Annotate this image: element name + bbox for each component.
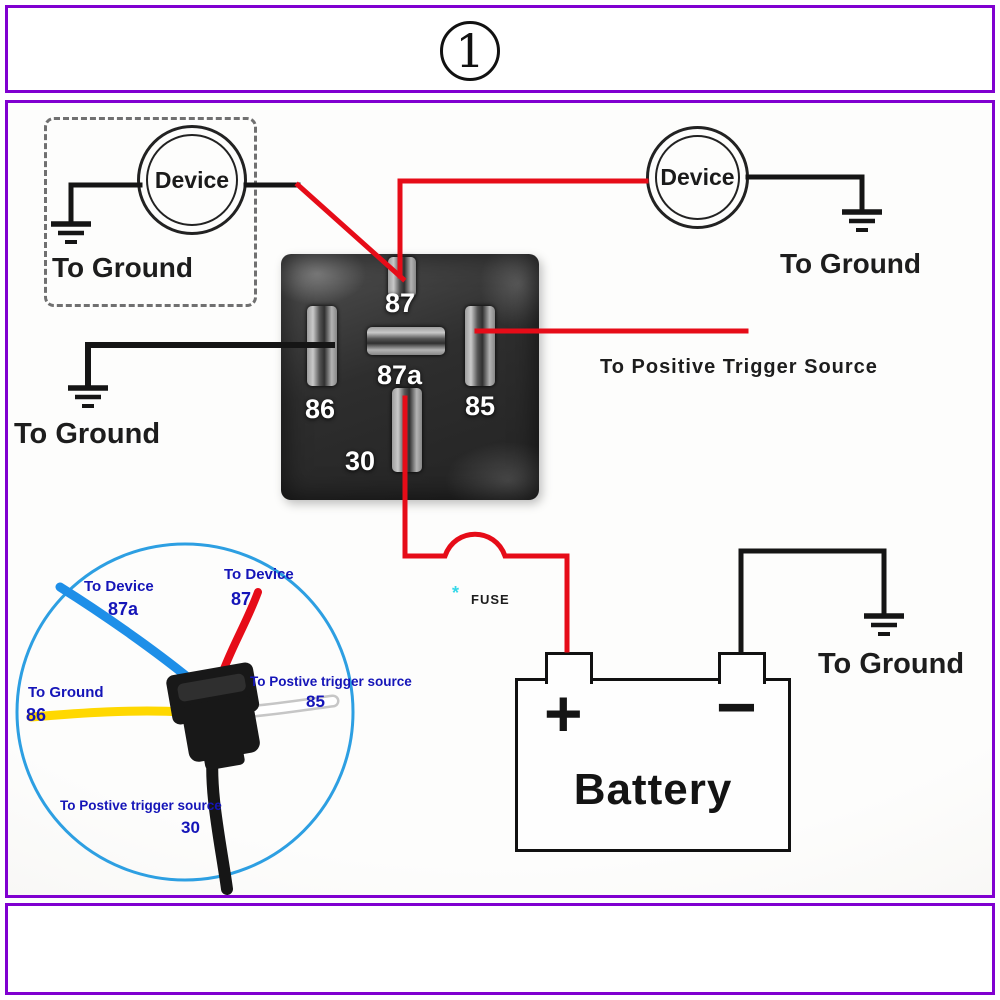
- page-number-banner: 1: [5, 5, 995, 93]
- battery-label: Battery: [573, 765, 733, 814]
- device-right-label: Device: [655, 135, 740, 220]
- battery-minus-sign: −: [716, 668, 757, 746]
- page-number-badge: 1: [440, 21, 500, 81]
- battery-positive-terminal: [545, 652, 593, 684]
- device-left-label: Device: [146, 134, 238, 226]
- inset-label-86: To Ground: [28, 684, 104, 701]
- inset-label-87: To Device: [224, 566, 294, 583]
- inset-pin-87: 87: [231, 589, 252, 609]
- device-left-group-box: [44, 117, 257, 307]
- relay-pin-86-label: 86: [305, 394, 336, 424]
- fuse-star: *: [452, 583, 460, 603]
- relay-pin-86: [307, 306, 337, 386]
- inset-pin-30: 30: [181, 818, 200, 837]
- inset-pin-85: 85: [306, 692, 325, 711]
- ground-label-device-left: To Ground: [52, 252, 193, 283]
- ground-label-pin86: To Ground: [14, 418, 161, 450]
- battery-plus-sign: +: [544, 676, 583, 750]
- relay-pin-87a: [367, 327, 445, 355]
- device-left: Device: [137, 125, 247, 235]
- inset-label-30: To Postive trigger source: [60, 798, 222, 813]
- ground-label-battery: To Ground: [818, 648, 965, 680]
- relay-pin-85-label: 85: [465, 391, 496, 421]
- relay-pin-87-label: 87: [385, 288, 416, 318]
- relay-pin-87a-label: 87a: [377, 360, 423, 390]
- page-number: 1: [455, 24, 485, 78]
- inset-pin-87a: 87a: [108, 599, 139, 619]
- ground-label-device-right: To Ground: [780, 248, 921, 279]
- battery: + − Battery: [515, 652, 791, 852]
- relay: 87 87a 86 85 30: [281, 254, 539, 500]
- relay-pin-85: [465, 306, 495, 386]
- footer-strip: [5, 903, 995, 995]
- inset-label-87a: To Device: [84, 578, 154, 595]
- relay-pin-30: [392, 388, 422, 472]
- inset-label-85: To Postive trigger source: [250, 674, 412, 689]
- relay-pin-30-label: 30: [345, 446, 376, 476]
- inset-pin-86: 86: [26, 705, 47, 725]
- device-right: Device: [646, 126, 749, 229]
- battery-negative-terminal: [718, 652, 766, 684]
- trigger-source-label: To Positive Trigger Source: [600, 356, 878, 378]
- fuse-label: FUSE: [471, 592, 510, 607]
